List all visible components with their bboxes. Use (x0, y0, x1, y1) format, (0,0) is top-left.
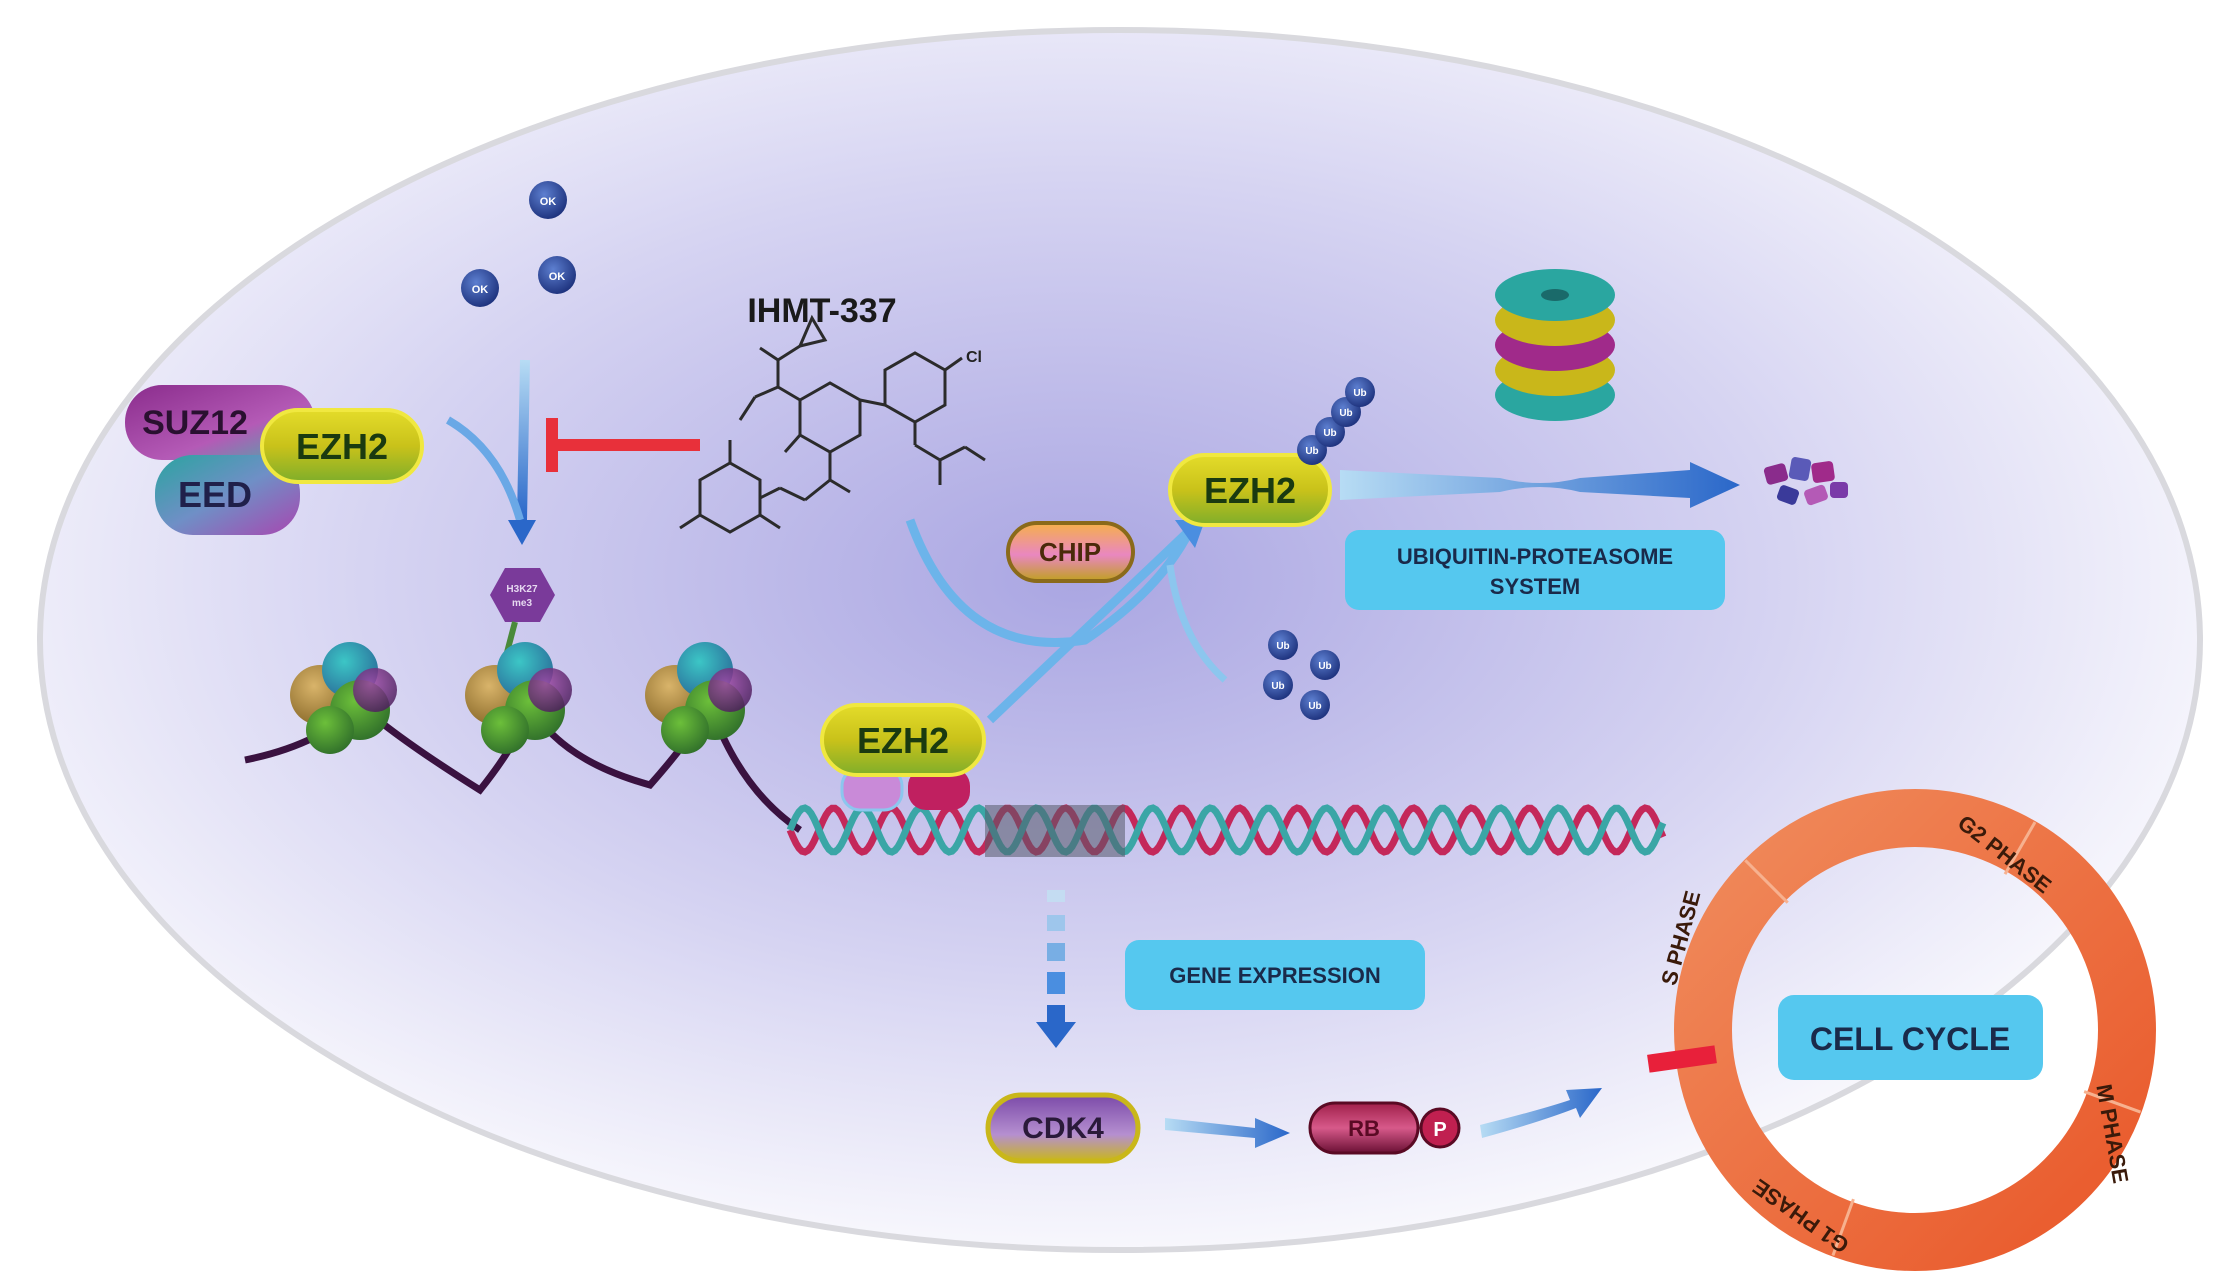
proteasome (1495, 269, 1615, 421)
cofactor-subunit (908, 768, 970, 810)
eed-subunit (155, 455, 300, 535)
ups-line2: SYSTEM (1490, 574, 1580, 599)
chromatin (244, 642, 802, 833)
cdk4-label: CDK4 (1022, 1112, 1104, 1145)
ezh2-prc2-label: EZH2 (296, 426, 388, 467)
prc2-complex: SUZ12 EED EZH2 (125, 385, 424, 535)
h3k27-label: H3K27 (506, 584, 538, 595)
ezh2-chromatin-complex: EZH2 (820, 703, 986, 812)
phosphate-group (1419, 1107, 1461, 1149)
g1-checkpoint (1647, 1045, 1717, 1073)
rb-phosphorylated: RB P (1308, 1101, 1461, 1155)
me3-label: me3 (512, 598, 532, 609)
gene-expression-box: GENE EXPRESSION (1125, 940, 1425, 1010)
cdk4-to-rb-arrow (1165, 1118, 1290, 1148)
ubiquitin-label: Ub (1353, 388, 1366, 399)
free-ubiquitins: Ub Ub Ub Ub (1263, 630, 1340, 720)
ezh2-subunit (260, 408, 424, 484)
nucleosome (290, 642, 397, 754)
structure-atoms: Cl (966, 349, 982, 366)
ezh2-ubiquitinated-label: EZH2 (1204, 470, 1296, 511)
ubiquitin-label: Ub (1271, 681, 1284, 692)
dna-helix (786, 804, 1667, 857)
ubiquitin-bead (1263, 670, 1293, 700)
promoter-region (985, 805, 1125, 857)
cell-membrane (37, 27, 2203, 1253)
ubiquitin-label: Ub (1339, 408, 1352, 419)
chip-label: CHIP (1039, 537, 1101, 567)
ups-arrow (1340, 462, 1740, 508)
eed-label: EED (178, 474, 252, 515)
ubiquitin-label: Ub (1305, 446, 1318, 457)
ezh2-ubiquitinated: EZH2 Ub Ub Ub Ub (1168, 377, 1375, 527)
gene-expression-arrow (1036, 890, 1076, 1048)
peptide-fragments (1763, 457, 1848, 506)
cofactor-label: OK (549, 271, 566, 283)
ubiquitin-chain-bead (1345, 377, 1375, 407)
cofactor-molecule (529, 181, 567, 219)
chlorine-atom: Cl (966, 349, 982, 366)
ubiquitin-bead (1300, 690, 1330, 720)
suz12-label: SUZ12 (142, 404, 248, 442)
ubiquitin-label: Ub (1318, 661, 1331, 672)
rb-label: RB (1348, 1116, 1380, 1141)
cdk4-protein: CDK4 (985, 1092, 1141, 1164)
cell-cycle-title: CELL CYCLE (1810, 1021, 2010, 1057)
ubiquitin-chain-bead (1315, 417, 1345, 447)
cofactor-molecules: OK OK OK (461, 181, 576, 307)
phospho-label: P (1433, 1119, 1446, 1141)
nucleosome (645, 642, 752, 754)
cofactor-label: OK (540, 196, 557, 208)
ups-line1: UBIQUITIN-PROTEASOME (1397, 544, 1673, 569)
ubiquitin-bead (1310, 650, 1340, 680)
ezh2-chromatin-label: EZH2 (857, 720, 949, 761)
cofactor-molecule (461, 269, 499, 307)
chip-protein: CHIP (1006, 521, 1135, 583)
ubiquitin-label: Ub (1323, 428, 1336, 439)
ubiquitin-bead (1268, 630, 1298, 660)
ihmt-337-structure: IHMT-337 (679, 292, 986, 534)
methylation-arrow (445, 359, 536, 545)
ups-label-box: UBIQUITIN-PROTEASOME SYSTEM (1345, 530, 1725, 610)
inhibition-symbol (546, 418, 700, 472)
ubiquitin-label: Ub (1308, 701, 1321, 712)
rb-to-cycle-arrow (1480, 1088, 1602, 1138)
gene-expression-label: GENE EXPRESSION (1169, 963, 1381, 988)
compound-name: IHMT-337 (747, 292, 896, 330)
nucleosome (465, 642, 572, 754)
cofactor-label: OK (472, 284, 489, 296)
cofactor-molecule (538, 256, 576, 294)
ubiquitin-label: Ub (1276, 641, 1289, 652)
cell-cycle-box: CELL CYCLE (1778, 995, 2043, 1080)
degradation-arrow (905, 518, 1228, 724)
